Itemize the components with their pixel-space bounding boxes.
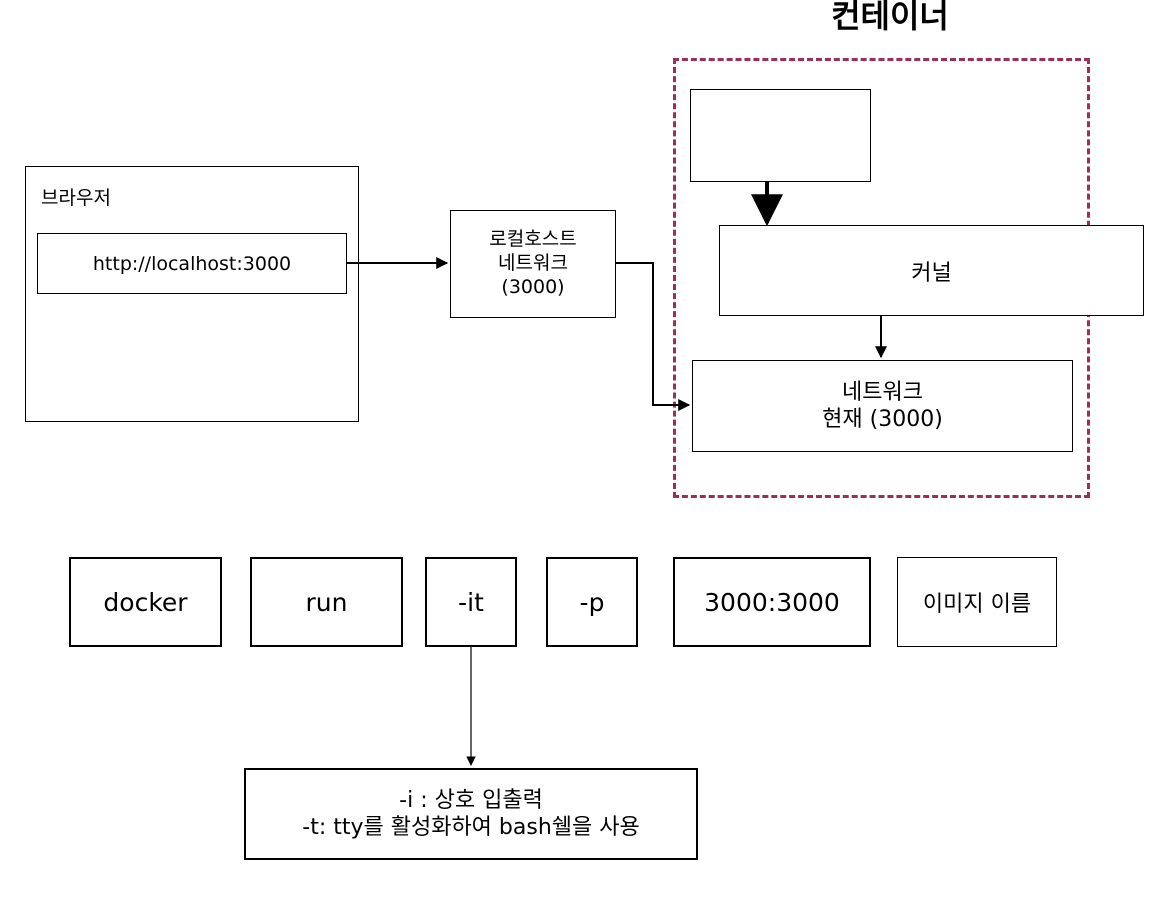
command-token-docker: docker bbox=[69, 557, 222, 647]
kernel-label: 커널 bbox=[911, 260, 952, 286]
command-token-it: -it bbox=[425, 557, 517, 647]
localhost-network-box: 로컬호스트 네트워크 (3000) bbox=[450, 210, 616, 318]
it-note-line1: -i : 상호 입출력 bbox=[399, 787, 543, 813]
container-title: 컨테이너 bbox=[831, 0, 949, 35]
command-token-p: -p bbox=[546, 557, 638, 647]
browser-url-bar: http://localhost:3000 bbox=[37, 233, 347, 294]
browser-url-text: http://localhost:3000 bbox=[92, 252, 292, 275]
container-network-box: 네트워크 현재 (3000) bbox=[692, 360, 1073, 452]
localhost-network-line3: (3000) bbox=[501, 275, 565, 298]
kernel-box: 커널 bbox=[719, 225, 1144, 316]
empty-process-box bbox=[690, 89, 871, 182]
container-network-line2: 현재 (3000) bbox=[822, 407, 943, 432]
command-token-docker-text: docker bbox=[103, 587, 188, 617]
it-note-box: -i : 상호 입출력 -t: tty를 활성화하여 bash쉘을 사용 bbox=[244, 768, 698, 860]
command-token-run-text: run bbox=[305, 587, 348, 617]
container-network-line1: 네트워크 bbox=[842, 379, 923, 405]
command-token-port-text: 3000:3000 bbox=[704, 587, 840, 617]
it-note-line2: -t: tty를 활성화하여 bash쉘을 사용 bbox=[302, 815, 640, 840]
command-token-it-text: -it bbox=[458, 587, 484, 617]
localhost-network-line1: 로컬호스트 bbox=[489, 228, 577, 251]
command-token-run: run bbox=[250, 557, 403, 647]
edge-localhost-to-container-network bbox=[616, 262, 691, 411]
command-token-image-name: 이미지 이름 bbox=[897, 557, 1057, 647]
localhost-network-line2: 네트워크 bbox=[498, 252, 568, 275]
browser-box: 브라우저 bbox=[25, 166, 359, 422]
command-token-image-name-text: 이미지 이름 bbox=[922, 592, 1032, 617]
command-token-p-text: -p bbox=[579, 587, 605, 617]
browser-title: 브라우저 bbox=[41, 187, 111, 209]
command-token-port: 3000:3000 bbox=[673, 557, 871, 647]
